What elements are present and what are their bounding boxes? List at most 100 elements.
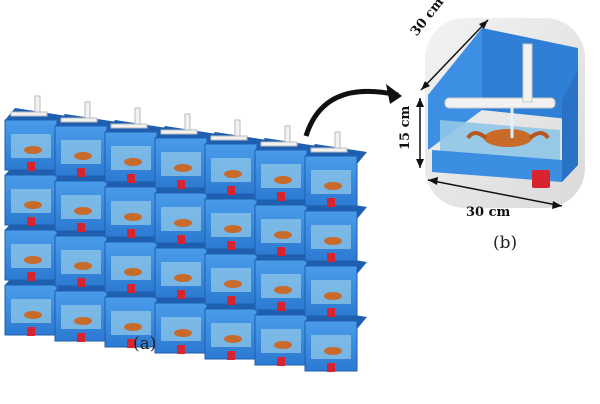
crab <box>324 182 342 190</box>
box-window <box>311 170 351 194</box>
valve-icon <box>127 339 135 348</box>
crab <box>124 213 142 221</box>
box-window <box>111 311 151 335</box>
valve-icon <box>227 351 235 360</box>
box-window <box>261 274 301 298</box>
pipe-horizontal <box>110 123 148 129</box>
crab <box>24 311 42 319</box>
valve-icon <box>327 253 335 262</box>
valve-icon <box>227 186 235 195</box>
crab <box>124 268 142 276</box>
crab <box>74 317 92 325</box>
crab <box>174 274 192 282</box>
valve-icon <box>127 174 135 183</box>
valve-icon <box>277 247 285 256</box>
crab <box>124 323 142 331</box>
valve-icon <box>177 235 185 244</box>
box-window <box>261 164 301 188</box>
panel-b-label: (b) <box>493 233 518 253</box>
pipe-horizontal <box>310 147 348 153</box>
crab <box>484 129 532 147</box>
box-window <box>11 189 51 213</box>
crab <box>74 207 92 215</box>
box-window <box>161 207 201 231</box>
crab <box>324 347 342 355</box>
box-window <box>161 152 201 176</box>
valve-icon <box>127 229 135 238</box>
valve-icon <box>277 357 285 366</box>
crab <box>324 292 342 300</box>
dimension-bottom-label: 30 cm <box>466 205 511 220</box>
arrow-head-icon <box>386 84 402 104</box>
box-window <box>311 280 351 304</box>
valve-icon <box>177 180 185 189</box>
pipe <box>84 101 91 121</box>
box-window <box>61 250 101 274</box>
crab <box>124 158 142 166</box>
valve-icon <box>227 296 235 305</box>
panel-a-label: (a) <box>133 334 157 354</box>
crab-box-rack <box>4 95 367 372</box>
crab <box>224 280 242 288</box>
box-window <box>211 213 251 237</box>
box-window <box>211 323 251 347</box>
valve-icon <box>177 290 185 299</box>
pipe-horizontal <box>10 111 48 117</box>
pipe <box>134 107 141 127</box>
pipe-horizontal <box>60 117 98 123</box>
crab <box>274 231 292 239</box>
box-window <box>261 329 301 353</box>
dimension-height-label: 15 cm <box>398 105 413 150</box>
valve-icon <box>327 308 335 317</box>
valve-icon <box>77 223 85 232</box>
box-window <box>61 305 101 329</box>
curved-arrow-icon <box>303 88 399 137</box>
box-window <box>311 335 351 359</box>
crab <box>274 341 292 349</box>
crab <box>274 176 292 184</box>
box-window <box>61 140 101 164</box>
pipe-horizontal <box>210 135 248 141</box>
crab <box>224 225 242 233</box>
crab <box>174 329 192 337</box>
crab <box>224 335 242 343</box>
pipe <box>234 119 241 139</box>
valve-icon <box>327 198 335 207</box>
pipe <box>184 113 191 133</box>
valve-icon <box>27 272 35 281</box>
crab <box>224 170 242 178</box>
valve-icon <box>177 345 185 354</box>
box-window <box>11 244 51 268</box>
pipe <box>284 125 291 145</box>
valve-icon <box>327 363 335 372</box>
box-window <box>161 262 201 286</box>
box-window <box>111 201 151 225</box>
box-window <box>161 317 201 341</box>
crab <box>174 219 192 227</box>
crab <box>24 201 42 209</box>
valve-icon <box>532 170 550 188</box>
crab <box>174 164 192 172</box>
box-window <box>261 219 301 243</box>
crab <box>274 286 292 294</box>
box-window <box>11 134 51 158</box>
pipe-horizontal <box>160 129 198 135</box>
pipe-horizontal <box>260 141 298 147</box>
valve-icon <box>127 284 135 293</box>
valve-icon <box>27 327 35 336</box>
crab <box>24 146 42 154</box>
box-window <box>11 299 51 323</box>
valve-icon <box>27 162 35 171</box>
valve-icon <box>27 217 35 226</box>
box-window <box>111 146 151 170</box>
box-window <box>211 158 251 182</box>
box-window <box>211 268 251 292</box>
pipe <box>334 131 341 151</box>
valve-icon <box>77 278 85 287</box>
box-window <box>61 195 101 219</box>
crab <box>24 256 42 264</box>
pipe <box>34 95 41 115</box>
crab <box>324 237 342 245</box>
